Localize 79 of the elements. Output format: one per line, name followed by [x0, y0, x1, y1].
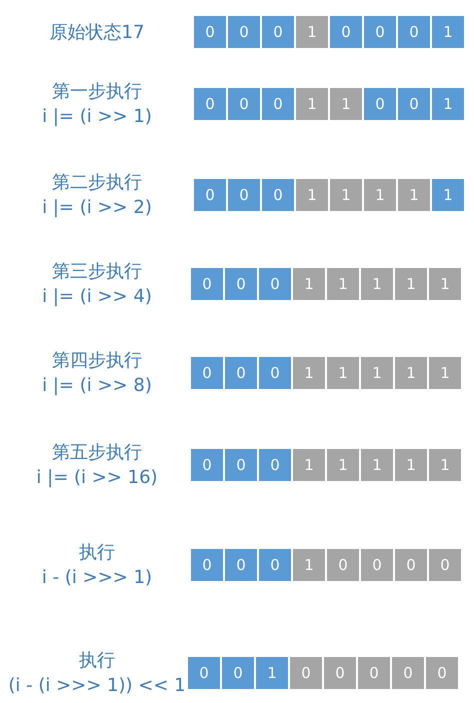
operation-formula: i |= (i >> 4)	[41, 285, 153, 309]
bit-cell: 0	[428, 548, 462, 582]
bit-cell: 0	[258, 356, 292, 390]
bit-cell: 0	[323, 656, 357, 690]
step-title: 第四步执行	[51, 349, 143, 373]
bit-cell: 0	[224, 356, 258, 390]
bit-cell: 0	[326, 548, 360, 582]
bit-cell: 0	[193, 15, 227, 49]
bit-cell: 1	[397, 178, 431, 212]
operation-formula: i |= (i >> 16)	[35, 466, 159, 490]
operation-formula: (i - (i >>> 1)) << 1	[7, 674, 187, 698]
bit-cell: 1	[431, 178, 465, 212]
bit-cell: 0	[227, 178, 261, 212]
step-title: 第二步执行	[51, 171, 143, 195]
bit-cell: 1	[292, 448, 326, 482]
bit-cell: 1	[428, 356, 462, 390]
bit-cell: 0	[224, 267, 258, 301]
bit-cell: 0	[391, 656, 425, 690]
bit-cell: 0	[190, 356, 224, 390]
operation-formula: i |= (i >> 8)	[41, 374, 153, 398]
step-title: 第五步执行	[51, 441, 143, 465]
bit-cell: 1	[329, 87, 363, 121]
bit-cell: 1	[329, 178, 363, 212]
bit-cell: 1	[360, 448, 394, 482]
bit-cell: 1	[394, 448, 428, 482]
bit-cell: 0	[190, 548, 224, 582]
bit-cell: 1	[431, 15, 465, 49]
bit-cell: 1	[394, 267, 428, 301]
bit-cell: 0	[397, 87, 431, 121]
bit-cell: 1	[292, 548, 326, 582]
bit-cell: 0	[329, 15, 363, 49]
bit-cell: 1	[360, 356, 394, 390]
bit-cell: 1	[431, 87, 465, 121]
operation-formula: i |= (i >> 2)	[41, 196, 153, 220]
bit-cell: 1	[292, 267, 326, 301]
bit-cell: 1	[326, 267, 360, 301]
bit-cell: 1	[360, 267, 394, 301]
bit-cell: 0	[261, 178, 295, 212]
bit-cell: 0	[190, 448, 224, 482]
bit-cell: 0	[258, 448, 292, 482]
bit-cell: 1	[295, 87, 329, 121]
bit-cell: 1	[428, 448, 462, 482]
bit-cell: 1	[295, 178, 329, 212]
bit-cell: 1	[428, 267, 462, 301]
bit-cell: 0	[227, 15, 261, 49]
operation-formula: i |= (i >> 1)	[41, 105, 153, 129]
step-title: 执行	[78, 649, 116, 673]
bit-cell: 0	[357, 656, 391, 690]
bit-cell: 0	[360, 548, 394, 582]
bit-cell: 1	[326, 356, 360, 390]
step-title: 第一步执行	[51, 80, 143, 104]
bit-cell: 0	[221, 656, 255, 690]
bit-cell: 0	[261, 87, 295, 121]
bit-cell: 0	[261, 15, 295, 49]
bit-cell: 0	[224, 448, 258, 482]
step-title: 执行	[78, 541, 116, 565]
bit-cell: 0	[425, 656, 459, 690]
bit-cell: 0	[258, 267, 292, 301]
bit-cell: 0	[193, 178, 227, 212]
bit-cell: 0	[394, 548, 428, 582]
bit-cell: 0	[193, 87, 227, 121]
bit-cell: 1	[255, 656, 289, 690]
bit-cell: 0	[227, 87, 261, 121]
bit-cell: 1	[363, 178, 397, 212]
bit-cell: 0	[190, 267, 224, 301]
bit-cell: 0	[363, 15, 397, 49]
bit-cell: 1	[394, 356, 428, 390]
bit-cell: 0	[289, 656, 323, 690]
bit-cell: 0	[363, 87, 397, 121]
bit-cell: 1	[292, 356, 326, 390]
bit-cell: 1	[295, 15, 329, 49]
step-title: 第三步执行	[51, 260, 143, 284]
bit-cell: 0	[187, 656, 221, 690]
bit-cell: 0	[397, 15, 431, 49]
operation-formula: i - (i >>> 1)	[40, 566, 154, 590]
bit-cell: 0	[224, 548, 258, 582]
bit-cell: 1	[326, 448, 360, 482]
bit-cell: 0	[258, 548, 292, 582]
step-title: 原始状态17	[48, 20, 146, 44]
